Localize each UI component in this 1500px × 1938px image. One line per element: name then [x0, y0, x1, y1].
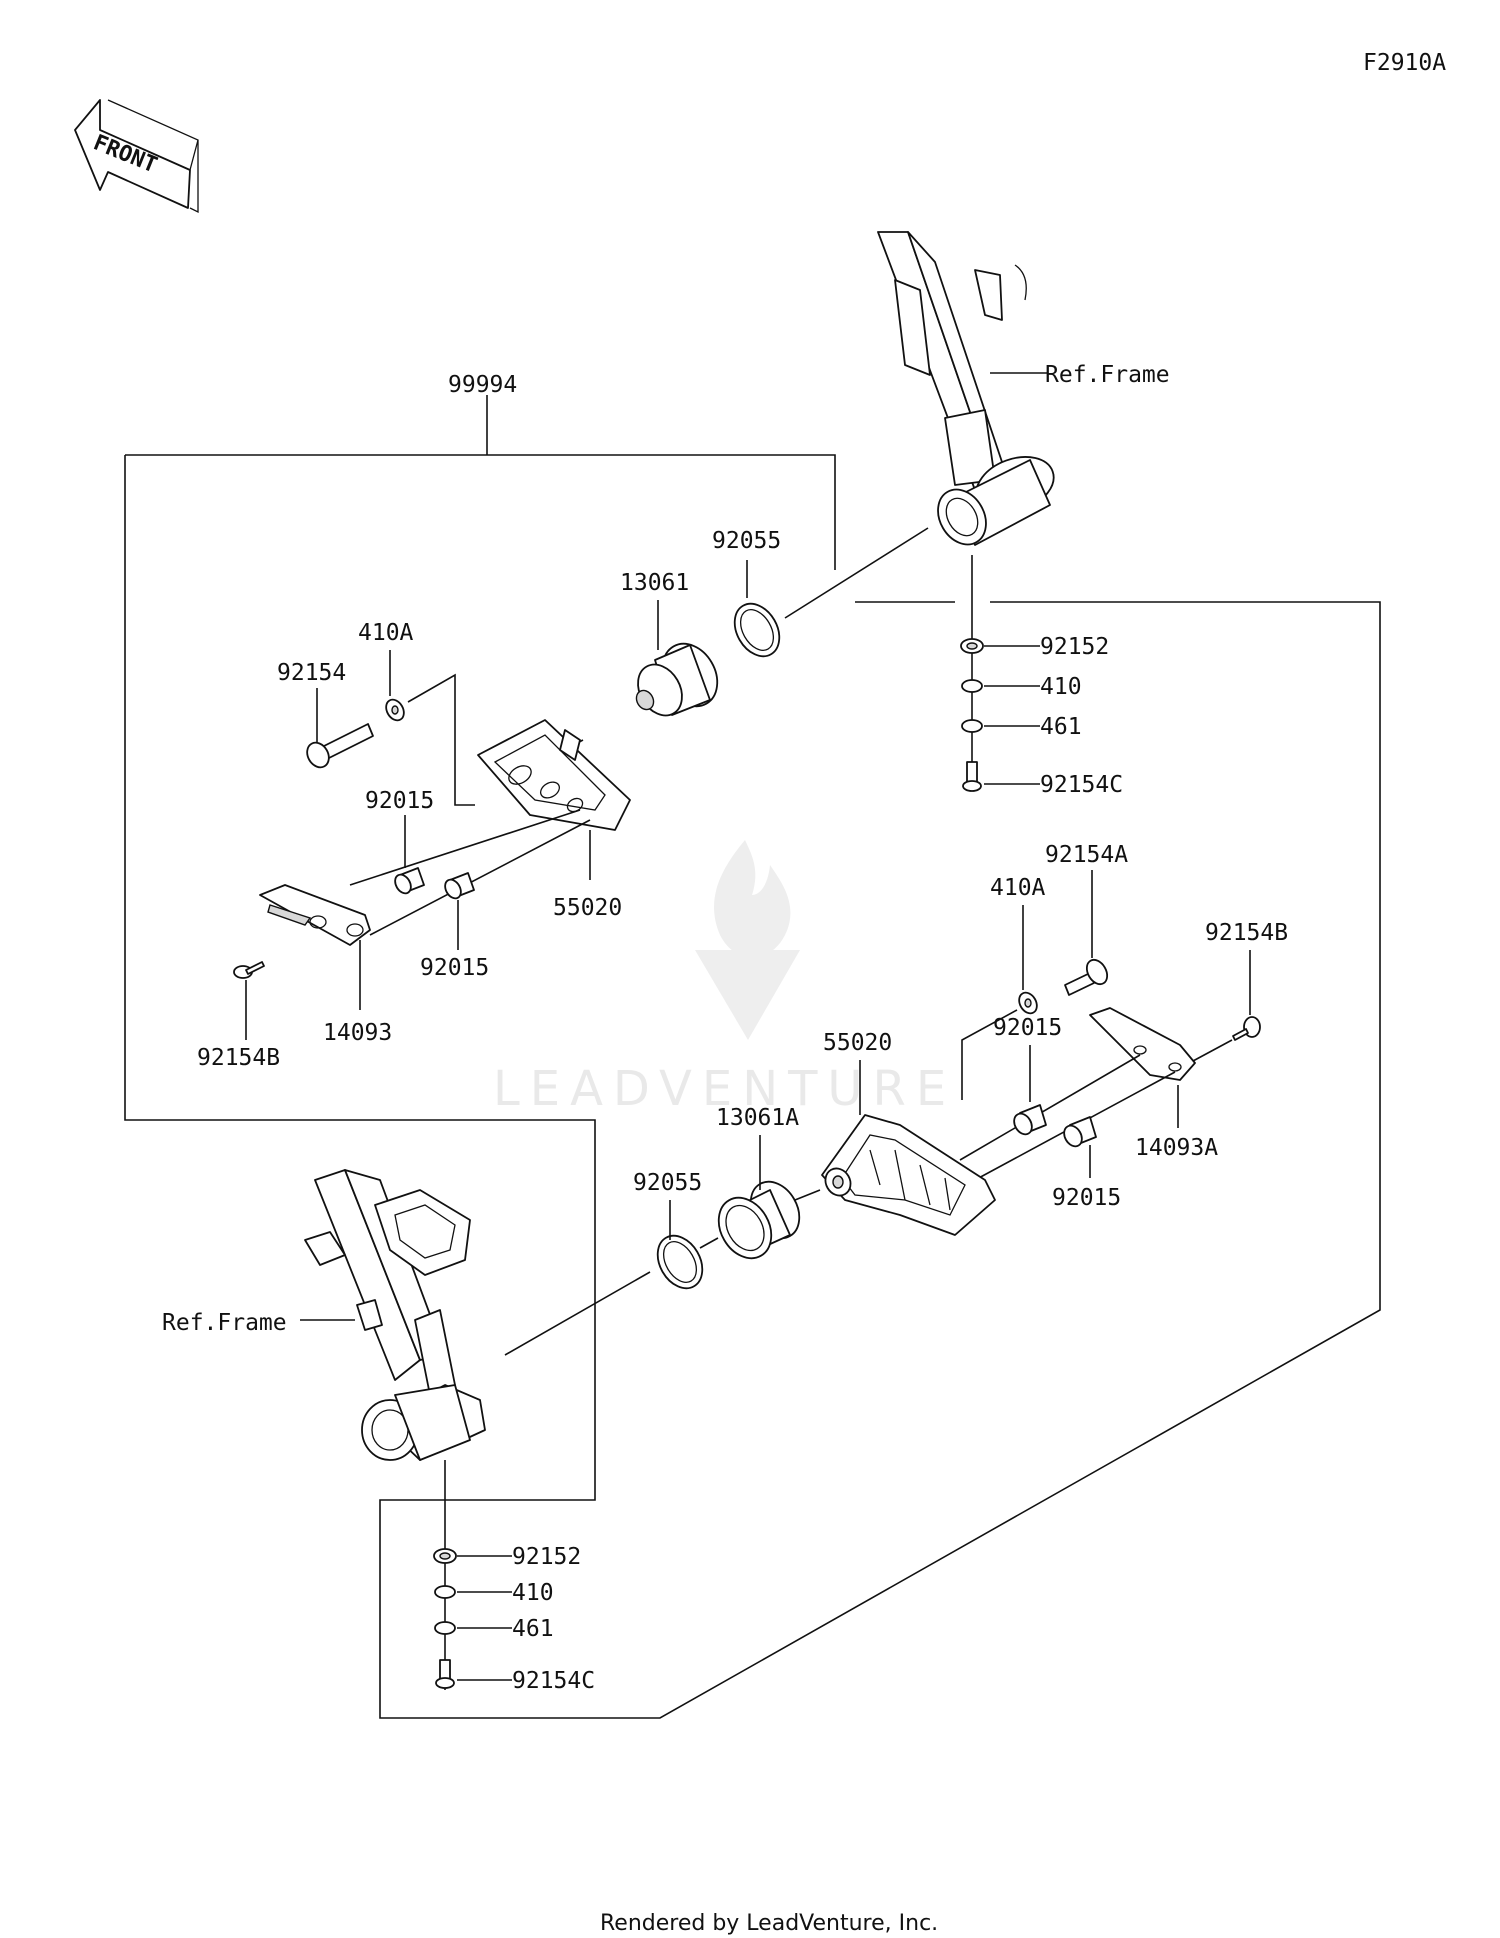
- lower-right-bolt: [1064, 958, 1109, 996]
- lower-right-mount-label: 13061A: [716, 1105, 799, 1131]
- lower-right-screw: [1232, 1016, 1261, 1041]
- lower-right-collar-b: [1063, 1116, 1097, 1148]
- upper-frame-label: Ref.Frame: [1045, 362, 1170, 388]
- upper-mount: [635, 642, 719, 717]
- upper-washer2: [961, 719, 983, 733]
- kit-label: 99994: [448, 372, 517, 398]
- lower-frame: [304, 1169, 486, 1461]
- lower-frame-label: Ref.Frame: [162, 1310, 287, 1336]
- upper-slider: [477, 719, 631, 831]
- upper-oring: [733, 602, 781, 658]
- upper-screw-label: 92154B: [197, 1045, 280, 1071]
- upper-slider-label: 55020: [553, 895, 622, 921]
- footer-credit: Rendered by LeadVenture, Inc.: [600, 1911, 938, 1936]
- lower-bolt-label: 92154C: [512, 1668, 595, 1694]
- lower-right-collar-a-label: 92015: [993, 1015, 1062, 1041]
- upper-left-bolt: [306, 723, 374, 769]
- lower-right-slider-label: 55020: [823, 1030, 892, 1056]
- upper-nut: [960, 638, 984, 654]
- upper-left-bolt-label: 92154: [277, 660, 346, 686]
- lower-right-collar-b-label: 92015: [1052, 1185, 1121, 1211]
- lower-right-screw-label: 92154B: [1205, 920, 1288, 946]
- lower-washer-label: 410: [512, 1580, 554, 1606]
- upper-washer: [961, 679, 983, 693]
- upper-cover-label: 14093: [323, 1020, 392, 1046]
- lower-bolt: [435, 1659, 455, 1689]
- lower-nut-label: 92152: [512, 1544, 581, 1570]
- upper-washer-label: 410: [1040, 674, 1082, 700]
- lower-oring-label: 92055: [633, 1170, 702, 1196]
- watermark: LEADVENTURE: [493, 840, 956, 1117]
- upper-nut-label: 92152: [1040, 634, 1109, 660]
- lower-right-cover-label: 14093A: [1135, 1135, 1218, 1161]
- upper-mount-label: 13061: [620, 570, 689, 596]
- lower-nut: [433, 1548, 457, 1564]
- upper-washer2-label: 461: [1040, 714, 1082, 740]
- lower-right-cover: [1089, 1007, 1196, 1081]
- upper-collar-b-label: 92015: [420, 955, 489, 981]
- kit-outline: [124, 395, 1381, 1719]
- upper-oring-label: 92055: [712, 528, 781, 554]
- lower-washer2: [434, 1621, 456, 1635]
- upper-collar-a-label: 92015: [365, 788, 434, 814]
- lower-oring: [656, 1234, 704, 1290]
- upper-collar-b: [444, 872, 475, 900]
- lower-right-collar-a: [1013, 1104, 1047, 1136]
- upper-cover: [259, 884, 371, 946]
- lower-right-slider: [821, 1114, 996, 1236]
- watermark-text: LEADVENTURE: [493, 1061, 956, 1117]
- lower-right-bolt-label: 92154A: [1045, 842, 1128, 868]
- upper-frame: [877, 231, 1055, 546]
- upper-screw: [233, 961, 265, 979]
- diagram-code: F2910A: [1363, 50, 1446, 76]
- lower-right-washer-label: 410A: [990, 875, 1046, 901]
- lower-right-mount: [717, 1180, 801, 1260]
- lower-washer: [434, 1585, 456, 1599]
- upper-bolt: [962, 761, 982, 792]
- lower-washer2-label: 461: [512, 1616, 554, 1642]
- upper-collar-a: [394, 867, 425, 895]
- front-arrow-icon: FRONT: [74, 99, 199, 214]
- upper-bolt-label: 92154C: [1040, 772, 1123, 798]
- upper-left-washer-label: 410A: [358, 620, 414, 646]
